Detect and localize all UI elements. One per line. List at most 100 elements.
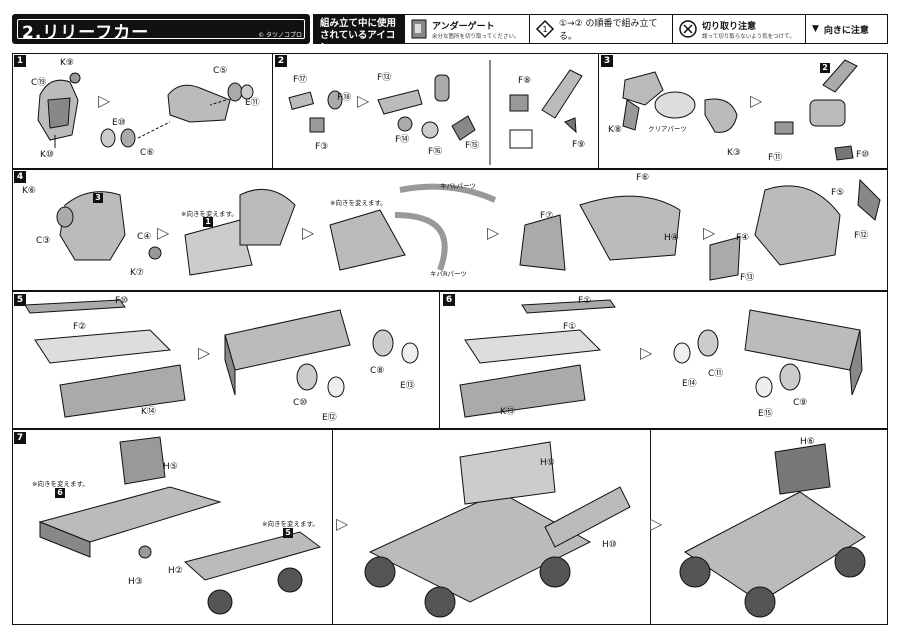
undergate-note: 余分な箇所を切り取ってください。: [432, 33, 520, 40]
part-label: F②: [73, 322, 87, 332]
step-5-number: 5: [14, 294, 26, 306]
part-label: F⑪: [768, 153, 783, 163]
part-label: F⑯: [428, 147, 443, 157]
legend-cut: 切り取り注意誤って切り取らないよう気をつけて。: [672, 15, 805, 43]
step-3-ref: 3: [93, 193, 103, 203]
row-steps-5-6: [12, 291, 888, 429]
step-7-illustration: [38, 436, 866, 618]
legend-undergate: アンダーゲート余分な箇所を切り取ってください。: [404, 15, 529, 43]
part-label: H⑩: [602, 540, 617, 550]
step-4-arrow-1: ▷: [157, 223, 170, 242]
step-2-ref: 2: [820, 63, 830, 73]
part-label: F⑬: [740, 273, 755, 283]
row-steps-1-3: [12, 53, 888, 169]
part-label: F①: [563, 322, 577, 332]
part-label: F⑦: [540, 211, 554, 221]
copyright: © タツノコプロ: [258, 32, 302, 39]
cut-note: 誤って切り取らないよう気をつけて。: [702, 33, 795, 40]
page-title: 2.リリーフカー: [22, 23, 150, 43]
flip-note: ※向きを変えます。: [181, 210, 238, 218]
direction-label: 向きに注意: [823, 25, 869, 36]
part-label: K⑩: [40, 150, 54, 160]
step-3-illustration: [622, 59, 858, 161]
part-label: F⑤: [831, 188, 845, 198]
row-step-7: [12, 429, 888, 625]
title-banner: 2.リリーフカー © タツノコプロ: [12, 14, 310, 44]
part-label: K⑭: [141, 407, 156, 417]
part-label: F⑱: [337, 93, 352, 103]
step-4-arrow-4: ▷: [703, 223, 716, 242]
step-2-illustration: [288, 60, 583, 165]
part-label: F⑩: [115, 296, 129, 306]
part-label: C⑧: [370, 366, 385, 376]
step-4-number: 4: [14, 171, 26, 183]
part-label: H②: [168, 566, 183, 576]
step-3-arrow: ▷: [750, 91, 763, 110]
part-label: F⑭: [395, 135, 410, 145]
part-label: F⑧: [518, 76, 532, 86]
part-label: K⑨: [60, 58, 74, 68]
kiba-r-note: キバRパーツ: [430, 270, 467, 278]
part-label: C⑤: [213, 66, 228, 76]
part-label: E⑮: [758, 409, 773, 419]
part-label: K⑥: [22, 186, 36, 196]
flip-note: ※向きを変えます。: [330, 199, 387, 207]
part-label: C⑨: [793, 398, 808, 408]
part-label: H⑤: [163, 462, 178, 472]
part-label: C⑥: [140, 148, 155, 158]
part-label: C③: [36, 236, 51, 246]
part-label: F⑫: [854, 231, 869, 241]
step-2-number: 2: [275, 55, 287, 67]
icon-legend-title: 組み立て中に使用されているアイコン: [314, 15, 404, 53]
svg-text:1: 1: [542, 25, 547, 34]
part-label: H④: [664, 233, 679, 243]
part-label: C④: [137, 232, 152, 242]
part-label: F⑨: [572, 140, 586, 150]
step-7-number: 7: [14, 432, 26, 444]
clear-parts-note: クリアパーツ: [648, 125, 687, 133]
order-label: ①→② の順番で組み立てる。: [559, 19, 658, 42]
part-label: H⑨: [540, 458, 555, 468]
step-6-arrow: ▷: [640, 343, 653, 362]
order-diamond-icon: 1: [535, 19, 555, 39]
part-label: K③: [727, 148, 741, 158]
part-label: F⑬: [377, 73, 392, 83]
step-4-arrow-2: ▷: [302, 223, 315, 242]
part-label: F⑮: [465, 141, 480, 151]
step-6-number: 6: [443, 294, 455, 306]
part-label: H⑥: [800, 437, 815, 447]
step-4-illustration: [56, 178, 881, 281]
step-2-arrow-1: ▷: [357, 91, 370, 110]
part-label: E⑬: [400, 381, 415, 391]
step-5-arrow: ▷: [198, 343, 211, 362]
step-1-number: 1: [14, 55, 26, 67]
step-4-arrow-3: ▷: [487, 223, 500, 242]
part-label: E⑭: [682, 379, 697, 389]
step-3-number: 3: [601, 55, 613, 67]
row-step-4: [12, 169, 888, 291]
step-5-illustration: [24, 299, 419, 418]
step-1-arrow: ▷: [98, 91, 111, 110]
part-label: F⑩: [856, 150, 870, 160]
part-label: K⑬: [500, 407, 515, 417]
part-label: C⑲: [31, 78, 47, 88]
icon-legend: 組み立て中に使用されているアイコン アンダーゲート余分な箇所を切り取ってください…: [313, 14, 888, 53]
step-6-illustration: [459, 299, 863, 418]
step-7-arrow-1: ▷: [336, 514, 349, 533]
part-label: F①: [578, 296, 592, 306]
part-label: H③: [128, 577, 143, 587]
part-label: F④: [736, 233, 750, 243]
part-label: K⑧: [608, 125, 622, 135]
step-5-ref: 5: [283, 528, 293, 538]
step-1-illustration: [37, 72, 254, 148]
part-label: E⑩: [112, 118, 126, 128]
part-label: E⑫: [322, 413, 337, 423]
undergate-icon: [411, 19, 427, 39]
part-label: F⑰: [293, 75, 308, 85]
step-1-ref: 1: [203, 217, 213, 227]
step-7-arrow-2: ▷: [650, 514, 663, 533]
direction-icon: ▼: [812, 24, 819, 34]
part-label: E⑪: [245, 98, 260, 108]
undergate-label: アンダーゲート: [432, 21, 495, 32]
flip-note: ※向きを変えます。: [262, 520, 319, 528]
